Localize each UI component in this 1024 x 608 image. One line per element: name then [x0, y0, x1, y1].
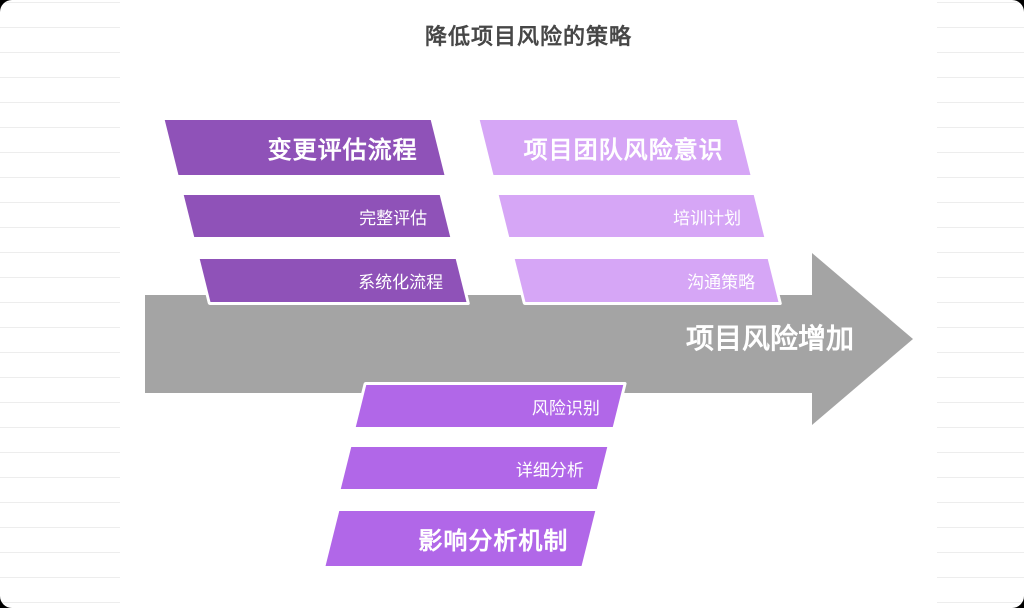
bar-detailed-analysis: 详细分析: [337, 444, 611, 492]
bar-systematic-process: 系统化流程: [196, 256, 471, 305]
bar-label: 系统化流程: [358, 273, 444, 292]
bar-label: 培训计划: [672, 208, 741, 228]
bar-label: 详细分析: [516, 460, 585, 480]
bar-training-plan: 培训计划: [495, 192, 768, 240]
bar-team-risk-awareness: 项目团队风险意识: [476, 117, 755, 178]
bar-label: 影响分析机制: [418, 528, 569, 555]
bar-label: 完整评估: [358, 208, 427, 228]
bar-change-evaluation-process: 变更评估流程: [161, 117, 449, 178]
bar-complete-evaluation: 完整评估: [180, 192, 454, 240]
bar-label: 沟通策略: [687, 273, 756, 292]
bar-risk-identification: 风险识别: [352, 382, 627, 430]
risk-arrow-label: 项目风险增加: [686, 323, 855, 354]
bar-communication-strategy: 沟通策略: [511, 256, 783, 305]
bar-label: 变更评估流程: [267, 137, 418, 164]
bar-label: 项目团队风险意识: [523, 137, 724, 164]
bar-impact-analysis-mechanism: 影响分析机制: [321, 508, 599, 569]
risk-arrow-body: [145, 295, 813, 393]
bar-label: 风险识别: [532, 398, 601, 418]
slide-title: 降低项目风险的策略: [424, 24, 632, 49]
